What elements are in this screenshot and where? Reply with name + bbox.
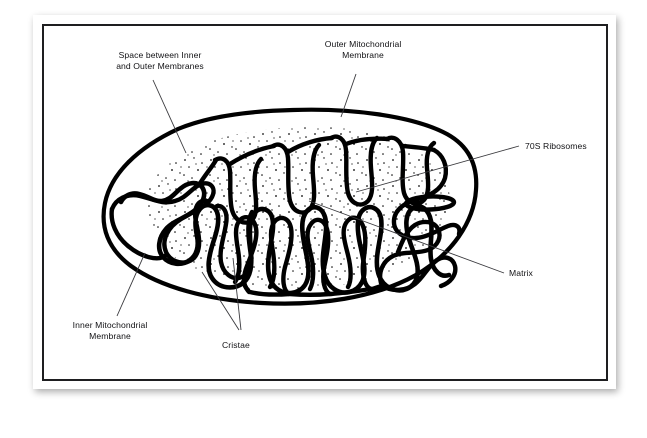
label-space-between-membranes: Space between Inner and Outer Membranes: [95, 50, 225, 72]
label-inner-mitochondrial-membrane: Inner Mitochondrial Membrane: [52, 320, 168, 342]
label-space-between-membranes-line2: and Outer Membranes: [116, 61, 204, 71]
label-70s-ribosomes-line1: 70S Ribosomes: [525, 141, 587, 151]
label-outer-mitochondrial-membrane: Outer Mitochondrial Membrane: [308, 39, 418, 61]
label-cristae: Cristae: [222, 340, 250, 351]
label-matrix-line1: Matrix: [509, 268, 533, 278]
label-inner-mitochondrial-membrane-line2: Membrane: [89, 331, 131, 341]
label-space-between-membranes-line1: Space between Inner: [118, 50, 202, 60]
label-outer-mitochondrial-membrane-line2: Membrane: [342, 50, 384, 60]
label-matrix: Matrix: [509, 268, 533, 279]
label-inner-mitochondrial-membrane-line1: Inner Mitochondrial: [72, 320, 148, 330]
label-cristae-line1: Cristae: [222, 340, 250, 350]
label-outer-mitochondrial-membrane-line1: Outer Mitochondrial: [324, 39, 402, 49]
label-70s-ribosomes: 70S Ribosomes: [525, 141, 587, 152]
